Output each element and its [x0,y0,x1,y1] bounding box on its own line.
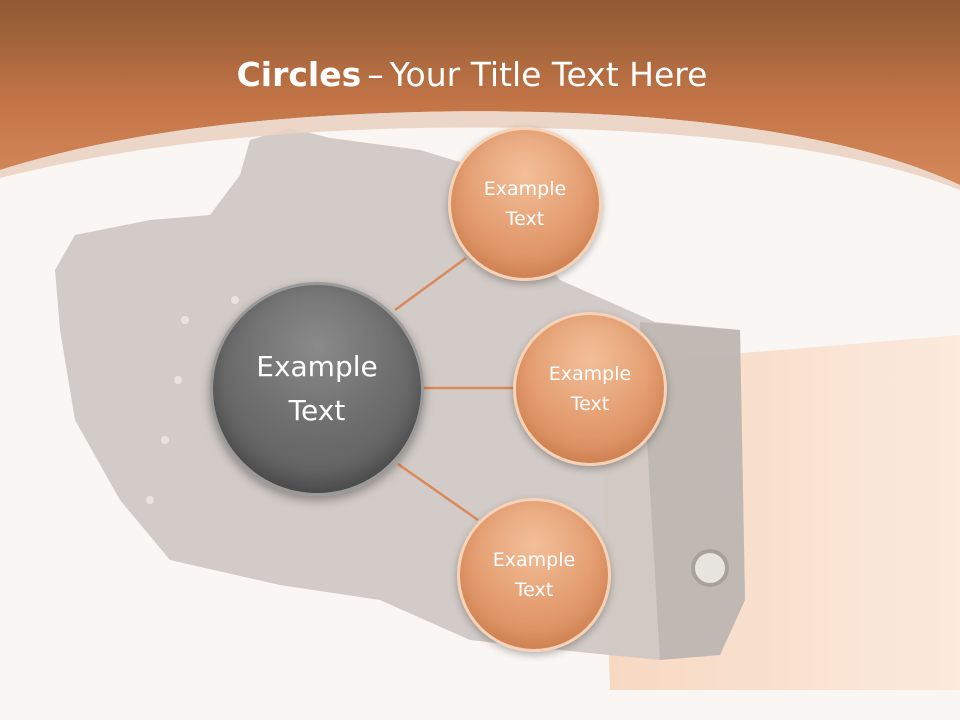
satellite-line-1: Example [492,549,576,571]
center-circle[interactable]: Example Text [210,282,424,496]
snap-button-icon [691,549,729,587]
perforation-icon [231,296,239,304]
satellite-text: Example Text [549,359,631,419]
satellite-line-1: Example [548,363,632,385]
perforation-icon [161,436,169,444]
title-bold: Circles [236,55,362,94]
header-band [0,0,960,185]
satellite-circle-top[interactable]: Example Text [448,127,602,281]
satellite-circle-middle[interactable]: Example Text [513,312,667,466]
center-line-2: Text [288,394,346,427]
perforation-icon [174,376,182,384]
center-line-1: Example [256,350,378,383]
title-dash: – [367,55,384,94]
header-swoosh [0,111,960,190]
satellite-text: Example Text [493,545,575,605]
slide-title: Circles–Your Title Text Here [0,52,944,98]
center-circle-text: Example Text [256,345,377,433]
satellite-line-1: Example [483,178,567,200]
title-text: Your Title Text Here [389,55,708,94]
satellite-line-2: Text [514,579,554,601]
satellite-line-2: Text [505,208,545,230]
perforation-icon [146,496,154,504]
satellite-line-2: Text [570,393,610,415]
satellite-circle-bottom[interactable]: Example Text [457,498,611,652]
satellite-text: Example Text [484,174,566,234]
perforation-icon [181,316,189,324]
